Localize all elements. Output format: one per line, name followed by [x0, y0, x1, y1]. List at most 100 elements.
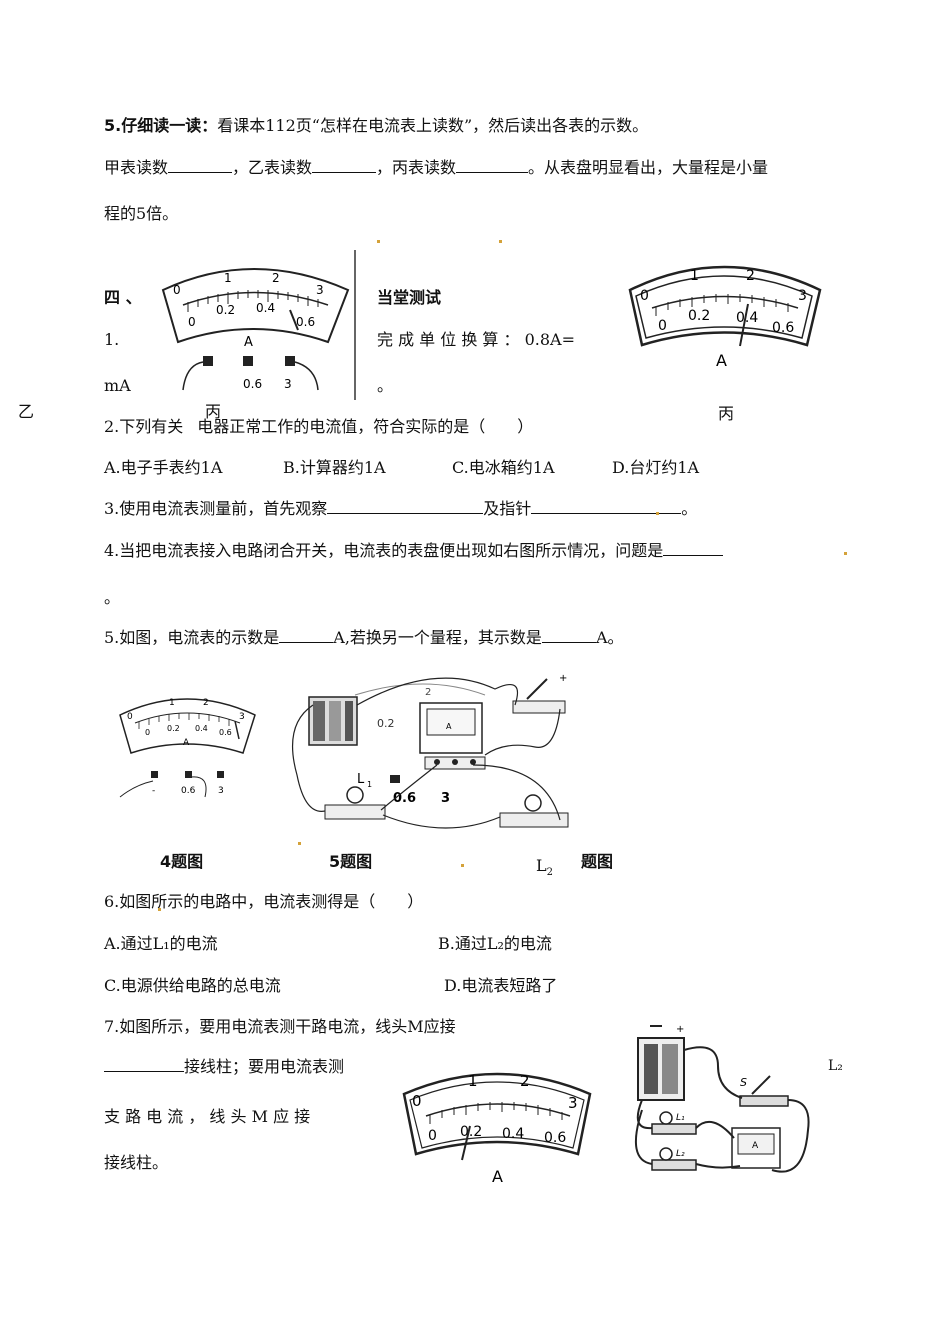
- q1-number: 1.: [104, 330, 120, 349]
- q7-l2-text: 接线柱；要用电流表测: [184, 1057, 345, 1076]
- mark-dot: [158, 908, 161, 911]
- q5-read-line1: 5.仔细读一读：看课本112页“怎样在电流表上读数”，然后读出各表的示数。: [104, 116, 648, 135]
- svg-text:L₁: L₁: [676, 1113, 685, 1123]
- svg-text:0: 0: [640, 288, 649, 304]
- q6-option-d[interactable]: D.电流表短路了: [444, 976, 558, 995]
- q3-line: 3.使用电流表测量前，首先观察及指针。: [104, 499, 697, 518]
- svg-text:0: 0: [145, 728, 150, 737]
- svg-text:0.6: 0.6: [219, 728, 232, 737]
- svg-text:0.6: 0.6: [772, 320, 794, 336]
- svg-text:0.6: 0.6: [393, 791, 416, 806]
- jia-blank[interactable]: [168, 158, 233, 173]
- svg-text:A: A: [752, 1141, 759, 1151]
- term-3: 3: [284, 377, 292, 391]
- svg-text:+: +: [676, 1024, 684, 1035]
- tick-3: 3: [316, 283, 324, 297]
- yi-label: ，乙表读数: [232, 158, 313, 177]
- q6-option-c[interactable]: C.电源供给电路的总电流: [104, 976, 281, 995]
- q2-stem-b: 电器正常工作的电流值，符合实际的是（ ）: [197, 417, 534, 436]
- term-06: 0.6: [243, 377, 262, 391]
- caption-fig4: 4题图: [160, 852, 204, 871]
- q2-option-c[interactable]: C.电冰箱约1A: [452, 458, 555, 477]
- svg-text:A: A: [492, 1167, 503, 1186]
- svg-text:3: 3: [798, 288, 807, 304]
- svg-text:0.6: 0.6: [544, 1130, 566, 1146]
- q2-stem: 2.下列有关电器正常工作的电流值，符合实际的是（ ）: [104, 417, 533, 436]
- svg-text:3: 3: [218, 786, 224, 796]
- svg-text:A: A: [716, 351, 727, 370]
- tick-1: 1: [224, 271, 232, 285]
- q4-line: 4.当把电流表接入电路闭合开关，电流表的表盘便出现如右图所示情况，问题是: [104, 541, 724, 560]
- yi-blank[interactable]: [312, 158, 377, 173]
- figure-7-circuit: + S L₁ L₂ A: [622, 1020, 818, 1185]
- bing-blank[interactable]: [456, 158, 529, 173]
- mark-dot: [377, 240, 380, 243]
- side-label-yi: 乙: [18, 402, 35, 421]
- svg-text:L₂: L₂: [676, 1149, 685, 1159]
- q4-end: 。: [104, 588, 121, 607]
- mark-dot: [461, 864, 464, 867]
- tick-b2: 0.4: [256, 301, 275, 315]
- q2-option-b[interactable]: B.计算器约1A: [283, 458, 386, 477]
- svg-text:0: 0: [428, 1128, 437, 1144]
- q3-blank-2[interactable]: [531, 499, 682, 514]
- q4-blank[interactable]: [663, 541, 724, 556]
- l1-label: L: [357, 772, 365, 787]
- figure-5-circuit: 2 0.2 A 0.6 3 L 1 +: [285, 665, 575, 840]
- svg-text:1: 1: [690, 268, 699, 284]
- svg-text:0: 0: [658, 318, 667, 334]
- tick-b3: 0.6: [296, 315, 315, 329]
- q4-text: 4.当把电流表接入电路闭合开关，电流表的表盘便出现如右图所示情况，问题是: [104, 541, 664, 560]
- q5-read-line3: 程的5倍。: [104, 204, 179, 223]
- q5-read-line2: 甲表读数，乙表读数，丙表读数。从表盘明显看出，大量程是小量: [104, 158, 768, 177]
- svg-text:0.2: 0.2: [688, 308, 710, 324]
- svg-text:3: 3: [441, 791, 450, 806]
- caption-fig6: 题图: [581, 852, 614, 871]
- svg-text:2: 2: [425, 687, 431, 698]
- q1-end: 。: [377, 376, 394, 395]
- tick-0: 0: [173, 283, 181, 297]
- q3-a: 3.使用电流表测量前，首先观察: [104, 499, 328, 518]
- q7-line1: 7.如图所示，要用电流表测干路电流，线头M应接: [104, 1017, 456, 1036]
- q2-option-a[interactable]: A.电子手表约1A: [104, 458, 223, 477]
- label-bing-left: 丙: [205, 402, 222, 421]
- q6-option-a[interactable]: A.通过L₁的电流: [104, 934, 218, 953]
- q6-option-b[interactable]: B.通过L₂的电流: [438, 934, 552, 953]
- section-number: 四 、: [104, 288, 142, 307]
- q3-blank-1[interactable]: [327, 499, 484, 514]
- ammeter-figure-bottom: 0 1 2 3 0 0.2 0.4 0.6 A: [398, 1060, 596, 1195]
- caption-l2-letter: L: [536, 856, 547, 875]
- svg-text:0.2: 0.2: [460, 1124, 482, 1140]
- caption-l2-sub: 2: [546, 867, 553, 879]
- q7-line4: 接线柱。: [104, 1153, 169, 1172]
- q1-unit: mA: [104, 376, 131, 395]
- svg-text:S: S: [740, 1076, 747, 1089]
- ammeter-figure-bing-top: 0 1 2 3 0 0.2 0.4 0.6 A: [622, 250, 826, 380]
- svg-text:2: 2: [520, 1072, 530, 1090]
- svg-text:1: 1: [367, 780, 372, 789]
- svg-text:A: A: [183, 738, 190, 748]
- q5-a: 5.如图，电流表的示数是: [104, 628, 280, 647]
- q5-read-tail: 。从表盘明显看出，大量程是小量: [528, 158, 769, 177]
- q5-blank-2[interactable]: [541, 628, 596, 643]
- svg-text:2: 2: [203, 698, 209, 708]
- q5-read-text: 看课本112页“怎样在电流表上读数”，然后读出各表的示数。: [217, 116, 649, 135]
- section-title: 当堂测试: [377, 288, 442, 307]
- q2-option-d[interactable]: D.台灯约1A: [612, 458, 700, 477]
- svg-text:0.4: 0.4: [195, 724, 208, 733]
- q5-b: A,若换另一个量程，其示数是: [333, 628, 542, 647]
- q6-stem: 6.如图所示的电路中，电流表测得是（ ）: [104, 892, 424, 911]
- q7-l2-label: L₂: [828, 1058, 843, 1074]
- q7-blank-1[interactable]: [104, 1057, 184, 1072]
- tick-b0: 0: [188, 315, 196, 329]
- ammeter-figure-yi: 0 1 2 3 0 0.2 0.4 0.6 A 0.6 3: [148, 250, 358, 400]
- mark-dot: [844, 552, 847, 555]
- svg-text:2: 2: [746, 268, 755, 284]
- svg-text:0.2: 0.2: [377, 717, 395, 730]
- q5-blank-1[interactable]: [279, 628, 334, 643]
- bing-label: ，丙表读数: [376, 158, 457, 177]
- svg-text:+: +: [559, 673, 567, 684]
- caption-fig5: 5题图: [329, 852, 373, 871]
- mark-dot: [298, 842, 301, 845]
- svg-text:1: 1: [468, 1072, 478, 1090]
